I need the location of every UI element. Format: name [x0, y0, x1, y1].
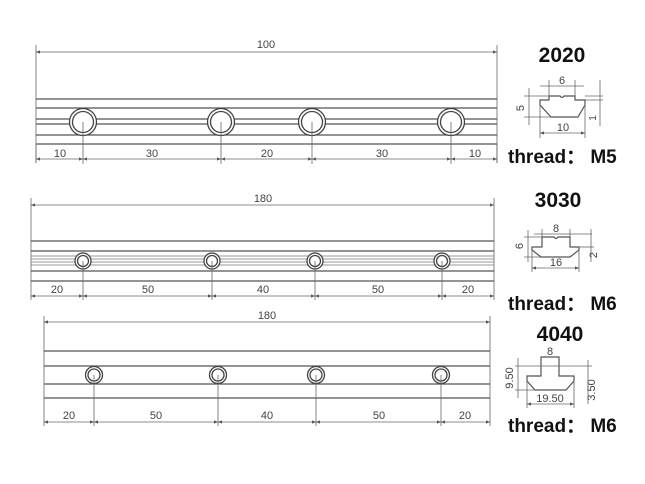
- overall-length-label: 180: [258, 310, 276, 322]
- profile-height: 6: [514, 243, 526, 249]
- overall-length-label: 180: [254, 193, 272, 205]
- segment-label: 50: [142, 284, 154, 296]
- profile-top-width: 8: [553, 223, 559, 235]
- rail-3030-profile: 3030 8 6 16 2 thread： M6: [508, 189, 617, 315]
- segment-label: 50: [150, 410, 162, 422]
- thread-label: thread： M5: [508, 147, 617, 168]
- profile-title: 2020: [539, 44, 586, 67]
- segment-label: 20: [459, 410, 471, 422]
- rail-4040-profile: 4040 8 9.50 19.50 3.50 thread： M6: [504, 323, 617, 437]
- profile-lip: 1: [588, 115, 599, 121]
- rail-4040-side-view: 180 20 50 40 50 20: [43, 310, 491, 426]
- segment-label: 20: [261, 148, 273, 160]
- profile-lip: 2: [588, 252, 600, 258]
- profile-top-width: 6: [559, 75, 565, 87]
- rail-2020-side-view: 100 10 30 20 30 10: [35, 39, 498, 164]
- segment-label: 30: [146, 148, 158, 160]
- segment-label: 30: [376, 148, 388, 160]
- segment-label: 20: [462, 284, 474, 296]
- segment-label: 50: [373, 410, 385, 422]
- profile-title: 4040: [537, 323, 584, 346]
- segment-label: 20: [63, 410, 75, 422]
- profile-bottom-width: 19.50: [536, 393, 564, 405]
- segment-label: 50: [372, 284, 384, 296]
- rail-2020-profile: 2020 6 5 10 1 thread： M5: [508, 44, 617, 168]
- profile-title: 3030: [535, 189, 582, 212]
- profile-lip: 3.50: [586, 379, 598, 400]
- segment-label: 10: [469, 148, 481, 160]
- profile-bottom-width: 10: [557, 122, 569, 134]
- segment-label: 20: [51, 284, 63, 296]
- profile-bottom-width: 16: [550, 257, 562, 269]
- segment-label: 40: [261, 410, 273, 422]
- segment-label: 10: [54, 148, 66, 160]
- profile-height: 9.50: [504, 367, 516, 388]
- profile-height: 5: [515, 105, 527, 111]
- thread-label: thread： M6: [508, 416, 617, 437]
- segment-label: 40: [257, 284, 269, 296]
- thread-label: thread： M6: [508, 294, 617, 315]
- rail-3030-side-view: 180 20 50 40 50 20: [30, 193, 495, 300]
- profile-top-width: 8: [547, 346, 553, 358]
- overall-length-label: 100: [257, 39, 275, 51]
